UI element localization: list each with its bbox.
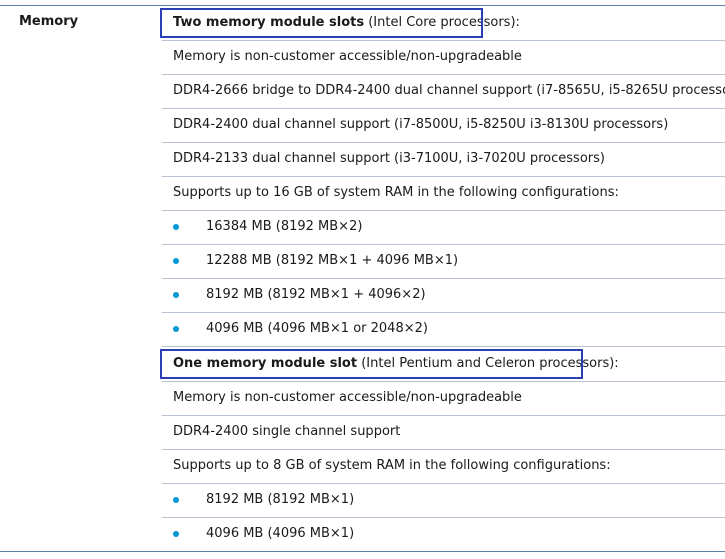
bullet-dot-icon	[173, 531, 179, 537]
bullet-item-text: 16384 MB (8192 MB×2)	[206, 219, 363, 234]
list-item: Memory is non-customer accessible/non-up…	[162, 381, 725, 415]
list-item: DDR4-2400 single channel support	[162, 415, 725, 449]
highlight-box	[160, 8, 483, 38]
bullet-item-text: 8192 MB (8192 MB×1 + 4096×2)	[206, 287, 426, 302]
list-item: DDR4-2133 dual channel support (i3-7100U…	[162, 142, 725, 176]
row-divider	[162, 74, 725, 75]
table-top-rule	[0, 5, 725, 6]
row-divider	[162, 210, 725, 211]
table-bottom-rule	[0, 551, 725, 552]
bullet-item: 8192 MB (8192 MB×1 + 4096×2)	[162, 278, 725, 312]
bullet-item-text: 4096 MB (4096 MB×1 or 2048×2)	[206, 321, 428, 336]
section-heading-text: One memory module slot (Intel Pentium an…	[162, 356, 619, 372]
row-divider	[162, 517, 725, 518]
bullet-dot-icon	[173, 258, 179, 264]
heading-bold: Two memory module slots	[173, 15, 365, 30]
list-item: DDR4-2666 bridge to DDR4-2400 dual chann…	[162, 74, 725, 108]
list-item: Supports up to 8 GB of system RAM in the…	[162, 449, 725, 483]
bullet-dot-icon	[173, 326, 179, 332]
row-divider	[162, 176, 725, 177]
row-divider	[162, 483, 725, 484]
bullet-item: 16384 MB (8192 MB×2)	[162, 210, 725, 244]
row-divider	[162, 142, 725, 143]
bullet-item-text: 4096 MB (4096 MB×1)	[206, 526, 355, 541]
bullet-item: 8192 MB (8192 MB×1)	[162, 483, 725, 517]
highlight-box	[160, 349, 583, 379]
row-divider	[162, 449, 725, 450]
bullet-item: 4096 MB (4096 MB×1)	[162, 517, 725, 551]
list-item-text: DDR4-2133 dual channel support (i3-7100U…	[173, 151, 605, 166]
list-item-text: Memory is non-customer accessible/non-up…	[173, 390, 522, 405]
list-item-text: Supports up to 16 GB of system RAM in th…	[173, 185, 619, 200]
row-divider	[162, 346, 725, 347]
row-divider	[162, 312, 725, 313]
bullet-item: 12288 MB (8192 MB×1 + 4096 MB×1)	[162, 244, 725, 278]
row-divider	[162, 278, 725, 279]
list-item: Memory is non-customer accessible/non-up…	[162, 40, 725, 74]
row-divider	[162, 244, 725, 245]
list-item-text: DDR4-2666 bridge to DDR4-2400 dual chann…	[173, 83, 725, 98]
bullet-dot-icon	[173, 224, 179, 230]
list-item-text: DDR4-2400 single channel support	[173, 424, 401, 439]
bullet-item: 4096 MB (4096 MB×1 or 2048×2)	[162, 312, 725, 346]
bullet-dot-icon	[173, 497, 179, 503]
row-divider	[162, 40, 725, 41]
list-item: DDR4-2400 dual channel support (i7-8500U…	[162, 108, 725, 142]
heading-rest: (Intel Pentium and Celeron processors):	[357, 356, 619, 371]
bullet-item-text: 8192 MB (8192 MB×1)	[206, 492, 355, 507]
heading-bold: One memory module slot	[173, 356, 358, 371]
list-item-text: Supports up to 8 GB of system RAM in the…	[173, 458, 611, 473]
row-divider	[162, 381, 725, 382]
bullet-item-text: 12288 MB (8192 MB×1 + 4096 MB×1)	[206, 253, 459, 268]
section-heading-one-slot: One memory module slot (Intel Pentium an…	[162, 347, 725, 381]
bullet-dot-icon	[173, 292, 179, 298]
row-divider	[162, 108, 725, 109]
row-divider	[162, 415, 725, 416]
list-item-text: DDR4-2400 dual channel support (i7-8500U…	[173, 117, 669, 132]
list-item: Supports up to 16 GB of system RAM in th…	[162, 176, 725, 210]
category-label: Memory	[19, 14, 79, 29]
list-item-text: Memory is non-customer accessible/non-up…	[173, 49, 522, 64]
